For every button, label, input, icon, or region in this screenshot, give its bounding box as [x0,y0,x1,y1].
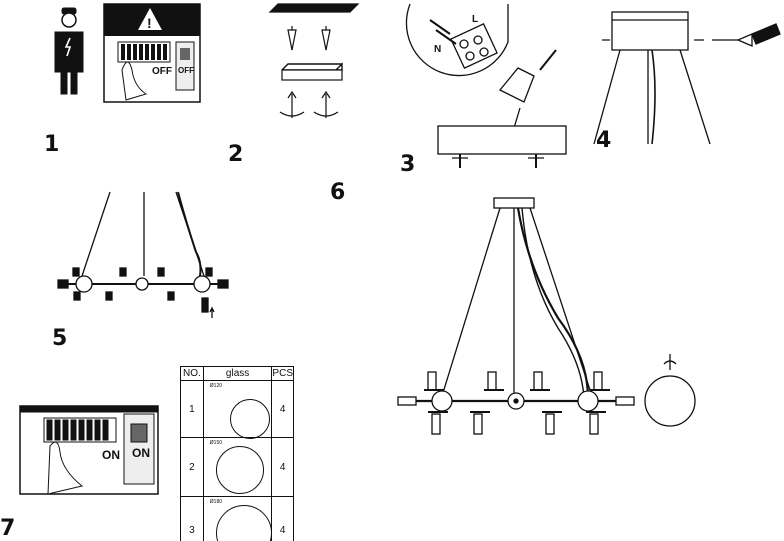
step-number-4: 4 [596,128,612,153]
glass-size-label: Ø180 [209,499,223,505]
glass-globe-diagram [644,354,696,427]
svg-text:!: ! [147,15,152,31]
step-number-6: 6 [330,180,346,205]
on-label-right: ON [132,446,150,460]
glass-size-label: Ø120 [209,383,223,389]
glass-size-label: Ø150 [209,440,223,446]
row-glass: Ø120 [202,380,273,439]
step-number-7: 7 [0,516,16,541]
glass-table: NO. glass PCS 1 Ø120 4 2 Ø150 4 3 Ø180 4 [180,366,294,541]
off-label-right: OFF [178,66,194,75]
glass-globe-icon [215,446,264,494]
chandelier-large-diagram [397,197,635,435]
off-label-left: OFF [152,66,172,77]
row-no: 1 [180,380,204,438]
step-number-5: 5 [52,326,68,351]
row-pcs: 4 [271,437,294,497]
ceiling-bracket-diagram [268,3,360,118]
step-number-3: 3 [400,152,416,177]
on-label-left: ON [102,448,120,462]
header-pcs: PCS [271,366,294,381]
wire-label-n: N [434,44,442,55]
breaker-panel-off: ! [103,3,201,103]
row-pcs: 4 [271,496,294,541]
header-glass: glass [202,366,273,381]
breaker-panel-on [19,405,159,495]
table-row: 3 Ø180 4 [180,496,294,541]
table-row: 1 Ø120 4 [180,380,294,439]
canopy-diagram [593,11,781,145]
row-glass: Ø150 [202,437,273,497]
step-number-2: 2 [228,142,244,167]
table-header-row: NO. glass PCS [180,366,294,381]
chandelier-small-diagram [57,191,229,318]
row-no: 2 [180,437,204,497]
electrician-icon [54,7,84,95]
header-no: NO. [180,366,204,381]
row-glass: Ø180 [202,496,273,541]
row-no: 3 [180,496,204,541]
wiring-diagram [405,3,567,168]
step-number-1: 1 [44,132,60,157]
row-pcs: 4 [271,380,294,438]
wire-label-l: L [472,14,479,25]
glass-globe-icon [215,505,272,541]
table-row: 2 Ø150 4 [180,437,294,497]
glass-globe-icon [229,399,270,439]
